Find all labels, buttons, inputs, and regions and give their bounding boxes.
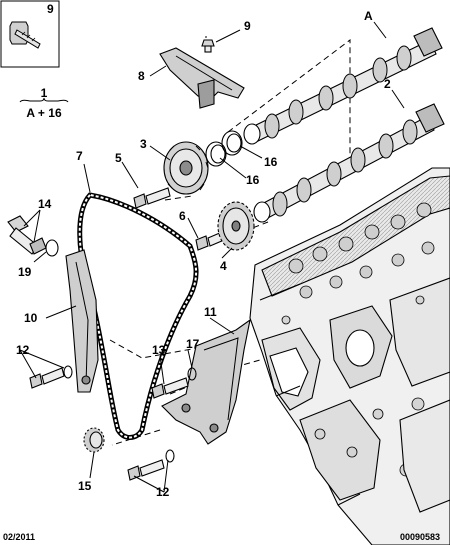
formula: 1 A + 16 — [19, 86, 69, 120]
callouts: A 2 3 4 5 6 7 8 9 10 11 12 12 13 14 15 1… — [16, 9, 391, 499]
callout-6: 6 — [179, 209, 186, 223]
leader-lines — [19, 21, 405, 493]
callout-16-a: 16 — [264, 155, 278, 169]
seal-19 — [45, 239, 59, 257]
callout-13: 13 — [152, 343, 166, 357]
camshaft-a — [243, 27, 443, 145]
callout-a: A — [364, 9, 373, 23]
bolt-5 — [133, 187, 171, 209]
callout-7: 7 — [76, 149, 83, 163]
callout-11: 11 — [204, 305, 217, 319]
callout-9: 9 — [244, 19, 251, 33]
bolt-12-bottom — [127, 449, 175, 481]
callout-19: 19 — [18, 265, 32, 279]
cam-sprocket — [217, 201, 255, 251]
callout-15: 15 — [78, 479, 92, 493]
callout-12-left: 12 — [16, 343, 30, 357]
footer-date: 02/2011 — [3, 532, 35, 542]
callout-12-bottom: 12 — [156, 485, 170, 499]
callout-17: 17 — [186, 337, 200, 351]
fixed-guide — [161, 318, 251, 445]
formula-bottom: A + 16 — [26, 106, 62, 120]
formula-top: 1 — [41, 86, 48, 100]
chain-guide-upper — [159, 47, 245, 109]
callout-8: 8 — [138, 69, 145, 83]
callout-2: 2 — [384, 77, 391, 91]
tensioner-14 — [7, 215, 47, 255]
crank-sprocket — [83, 427, 105, 453]
callout-16-b: 16 — [246, 173, 260, 187]
bolt-12-left — [29, 365, 73, 389]
callout-10: 10 — [24, 311, 38, 325]
callout-3: 3 — [140, 137, 147, 151]
bolt-13 — [151, 377, 189, 399]
engine-block — [249, 167, 450, 545]
kit-label: 9 — [47, 2, 54, 16]
bolt-9 — [201, 39, 215, 53]
footer-reference: 00090583 — [400, 532, 440, 542]
seals-16 — [205, 130, 243, 167]
callout-4: 4 — [220, 259, 227, 273]
camshaft-2 — [253, 103, 445, 223]
callout-5: 5 — [115, 151, 122, 165]
cam-phaser — [163, 141, 209, 195]
callout-14: 14 — [38, 197, 52, 211]
kit-box: 9 — [0, 0, 60, 68]
bolt-icon — [9, 21, 41, 49]
tensioner-arm — [65, 249, 99, 393]
